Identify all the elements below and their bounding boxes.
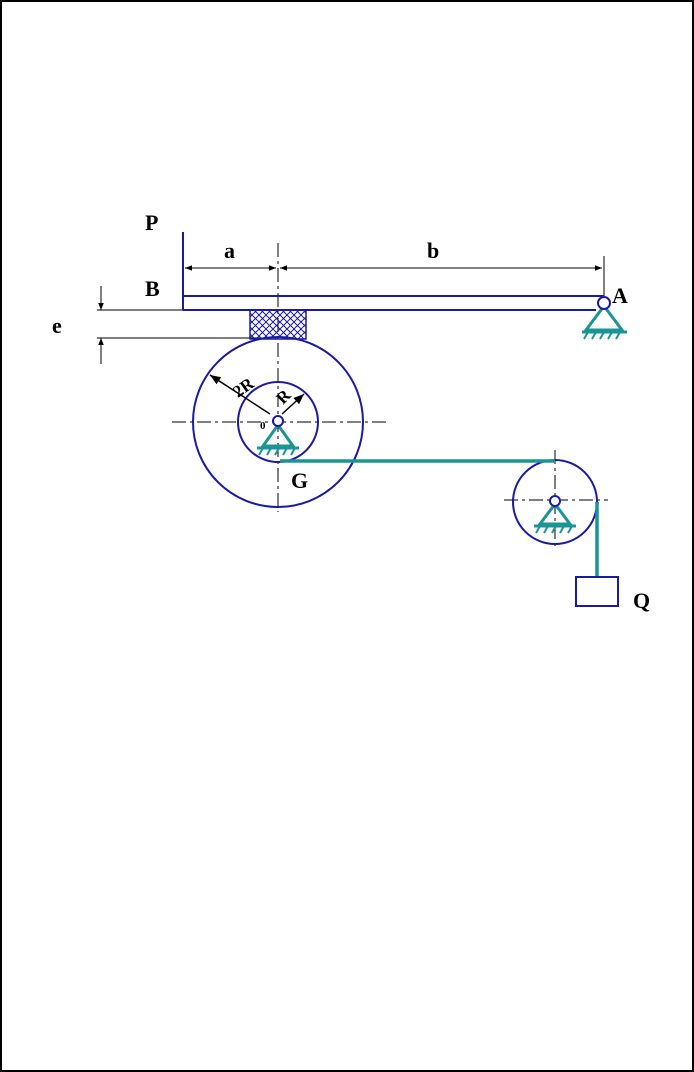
label-2r: 2R xyxy=(229,373,258,401)
dimension-ab xyxy=(185,256,605,296)
brake-block xyxy=(249,309,307,340)
hinge-o xyxy=(272,415,284,427)
label-p: P xyxy=(145,210,158,235)
dimension-e xyxy=(97,286,262,364)
label-a: A xyxy=(612,283,628,308)
support-pulley xyxy=(534,495,576,534)
label-q: Q xyxy=(633,588,650,613)
radius-arrows xyxy=(209,374,305,415)
label-b: B xyxy=(145,276,160,301)
radius-2r-arrow xyxy=(209,374,271,415)
label-e: e xyxy=(52,313,62,338)
hinge-pulley xyxy=(549,495,561,507)
label-o: 0 xyxy=(260,420,266,432)
rope xyxy=(280,459,599,577)
radius-r-arrow xyxy=(281,393,305,415)
label-g: G xyxy=(291,468,308,493)
support-a xyxy=(582,296,627,340)
lever xyxy=(182,232,604,311)
support-o xyxy=(257,415,299,456)
drum-inner-circle xyxy=(237,381,319,463)
label-dim-a: a xyxy=(224,238,235,263)
weight-q-box xyxy=(575,576,619,607)
label-dim-b: b xyxy=(427,238,439,263)
hinge-a xyxy=(597,296,611,310)
drum-outer-circle xyxy=(192,336,364,508)
